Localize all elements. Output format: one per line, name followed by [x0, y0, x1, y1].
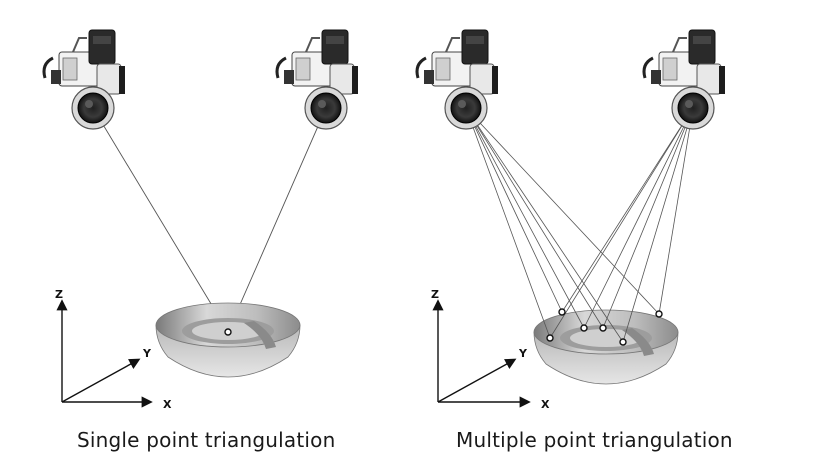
target-point [558, 308, 566, 316]
x-axis-label: X [163, 398, 172, 411]
right-camera-icon [275, 28, 360, 131]
target-point [619, 338, 627, 346]
left-camera-icon [415, 28, 500, 131]
target-point [655, 310, 663, 318]
single-point-caption: Single point triangulation [77, 428, 336, 452]
z-axis-label: Z [55, 288, 63, 301]
z-axis-label: Z [431, 288, 439, 301]
left-camera-icon [42, 28, 127, 131]
right-camera-icon [642, 28, 727, 131]
target-point [580, 324, 588, 332]
y-axis-label: Y [142, 347, 152, 360]
target-point [599, 324, 607, 332]
sight-line [92, 107, 229, 333]
coordinate-axes: Z Y X [431, 288, 550, 411]
right-panel: Z Y X [415, 28, 727, 411]
coordinate-axes: Z Y X [55, 288, 172, 411]
multiple-point-caption: Multiple point triangulation [456, 428, 733, 452]
x-axis-label: X [541, 398, 550, 411]
target-points [546, 308, 663, 346]
sight-lines [465, 107, 694, 343]
sight-line [227, 107, 327, 333]
left-panel: Z Y X [42, 28, 360, 411]
bowl-object [155, 302, 301, 378]
target-point [546, 334, 554, 342]
target-point [224, 328, 232, 336]
y-axis-label: Y [518, 347, 528, 360]
